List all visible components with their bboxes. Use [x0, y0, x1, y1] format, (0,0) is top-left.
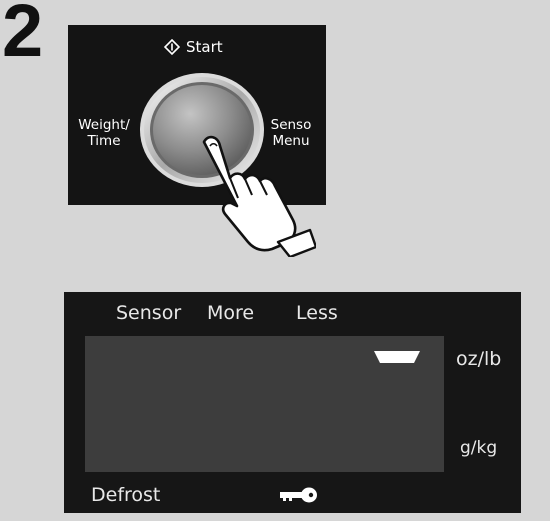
key-lock-icon: [280, 487, 317, 503]
start-diamond-icon: [164, 39, 180, 55]
display-segment-icon: [374, 351, 420, 363]
more-label: More: [207, 302, 255, 324]
oz-lb-label: oz/lb: [456, 348, 502, 370]
senso-menu-label: Senso Menu: [270, 117, 312, 149]
start-label: Start: [186, 38, 223, 56]
less-label: Less: [296, 302, 338, 324]
defrost-label: Defrost: [91, 484, 161, 506]
start-label-group: Start: [164, 38, 223, 56]
g-kg-label: g/kg: [460, 438, 498, 458]
pressing-finger-icon: [202, 135, 316, 257]
weight-time-label: Weight/ Time: [78, 117, 130, 149]
start-dial-button[interactable]: [138, 71, 266, 189]
sensor-label: Sensor: [116, 302, 182, 324]
step-number: 2: [2, 0, 44, 72]
